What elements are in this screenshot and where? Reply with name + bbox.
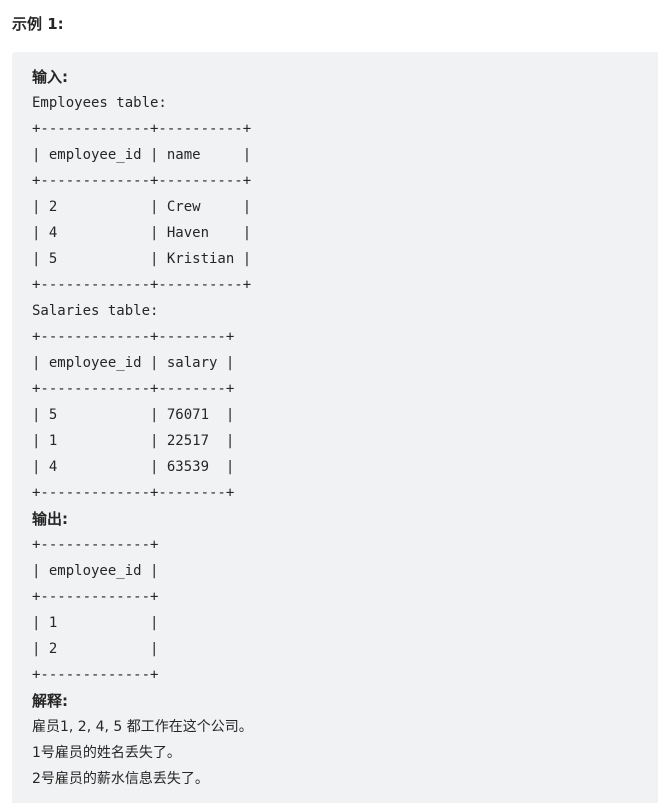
table-row: | 5 | Kristian |	[32, 251, 252, 267]
table-row: | 5 | 76071 |	[32, 407, 235, 423]
table-row: +-------------+	[32, 667, 159, 683]
explanation-line: 雇员1, 2, 4, 5 都工作在这个公司。	[32, 719, 253, 735]
example-heading: 示例 1:	[12, 15, 64, 33]
explanation-label: 解释:	[32, 692, 68, 710]
table-row: | 4 | 63539 |	[32, 459, 235, 475]
table-row: +-------------+	[32, 589, 159, 605]
salaries-table: +-------------+--------+ | employee_id |…	[32, 324, 652, 506]
table-row: | employee_id |	[32, 563, 159, 579]
table-row: +-------------+----------+	[32, 277, 252, 293]
table-row: | 2 | Crew |	[32, 199, 252, 215]
table-row: +-------------+	[32, 537, 159, 553]
table-row: | 1 | 22517 |	[32, 433, 235, 449]
table-row: | 1 |	[32, 615, 159, 631]
example-content: 输入: Employees table: +-------------+----…	[32, 64, 652, 792]
table-row: | employee_id | salary |	[32, 355, 235, 371]
table-row: +-------------+----------+	[32, 173, 252, 189]
example-block: 输入: Employees table: +-------------+----…	[12, 52, 658, 803]
input-label: 输入:	[32, 68, 68, 86]
table-row: +-------------+--------+	[32, 329, 235, 345]
employees-table: +-------------+----------+ | employee_id…	[32, 116, 652, 298]
table-row: +-------------+--------+	[32, 485, 235, 501]
table-row: | 4 | Haven |	[32, 225, 252, 241]
salaries-table-title: Salaries table:	[32, 303, 159, 319]
table-row: +-------------+--------+	[32, 381, 235, 397]
table-row: | 2 |	[32, 641, 159, 657]
table-row: +-------------+----------+	[32, 121, 252, 137]
employees-table-title: Employees table:	[32, 95, 167, 111]
output-label: 输出:	[32, 510, 68, 528]
explanation-line: 2号雇员的薪水信息丢失了。	[32, 771, 209, 787]
explanation-line: 1号雇员的姓名丢失了。	[32, 745, 181, 761]
table-row: | employee_id | name |	[32, 147, 252, 163]
output-table: +-------------+ | employee_id | +-------…	[32, 532, 652, 688]
